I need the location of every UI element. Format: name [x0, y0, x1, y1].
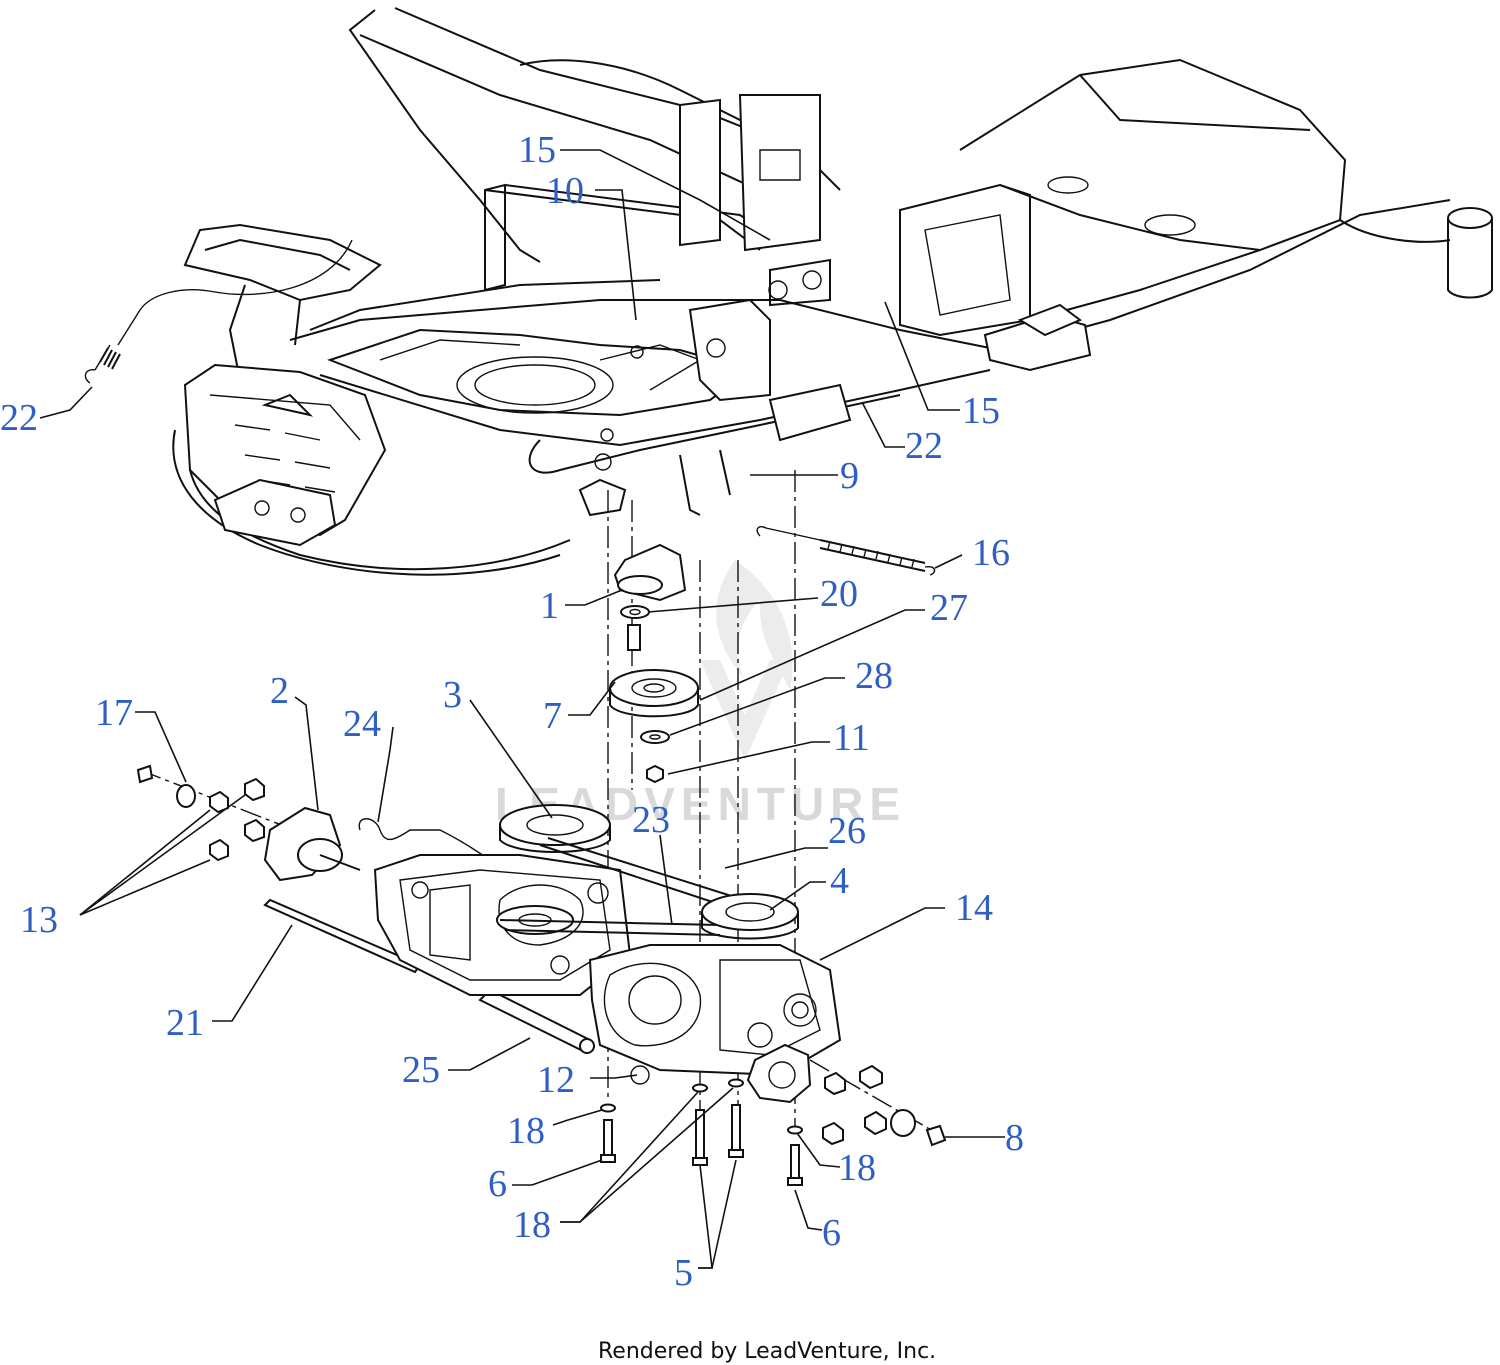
spring-16 — [756, 526, 936, 576]
callout-18-bottom: 18 — [513, 1204, 551, 1246]
callout-4: 4 — [830, 860, 849, 902]
callout-7: 7 — [543, 695, 562, 737]
callout-14: 14 — [955, 887, 993, 929]
callout-21: 21 — [166, 1002, 204, 1044]
callout-8: 8 — [1005, 1117, 1024, 1159]
hub-right-hardware — [822, 1064, 947, 1147]
callout-2: 2 — [270, 670, 289, 712]
callout-18-left: 18 — [507, 1110, 545, 1152]
callout-5: 5 — [674, 1252, 693, 1294]
callout-9: 9 — [840, 455, 859, 497]
callout-23: 23 — [632, 799, 670, 841]
callout-27: 27 — [930, 587, 968, 629]
callout-15-top: 15 — [518, 129, 556, 171]
callout-11: 11 — [833, 717, 870, 759]
callout-6-left: 6 — [488, 1163, 507, 1205]
watermark-v-icon — [700, 660, 790, 760]
callout-1: 1 — [540, 585, 559, 627]
idler-assembly — [609, 543, 699, 784]
callout-22-left: 22 — [0, 397, 38, 439]
callout-25: 25 — [402, 1049, 440, 1091]
callout-17: 17 — [95, 692, 133, 734]
callout-22-right: 22 — [905, 425, 943, 467]
callout-13: 13 — [20, 899, 58, 941]
mount-bolts — [600, 1078, 803, 1186]
callout-24: 24 — [343, 703, 381, 745]
spring-22-left — [84, 239, 353, 384]
callout-18-right: 18 — [838, 1147, 876, 1189]
callout-26: 26 — [828, 810, 866, 852]
callouts: 22 15 10 15 22 9 16 1 20 27 7 28 11 17 2… — [0, 129, 1024, 1294]
callout-10: 10 — [546, 170, 584, 212]
mower-frame — [172, 7, 1493, 576]
transaxle-left — [373, 804, 632, 996]
callout-16: 16 — [972, 532, 1010, 574]
hub-left — [136, 764, 361, 882]
callout-20: 20 — [820, 573, 858, 615]
flame-logo-icon — [716, 560, 793, 690]
callout-28: 28 — [855, 655, 893, 697]
warning-triangle-icon — [261, 393, 314, 417]
callout-12: 12 — [537, 1059, 575, 1101]
transaxle-right — [588, 893, 842, 1104]
leader-lines — [39, 149, 1005, 1269]
footer-credit: Rendered by LeadVenture, Inc. — [598, 1339, 936, 1364]
callout-3: 3 — [443, 674, 462, 716]
callout-15-right: 15 — [962, 390, 1000, 432]
callout-6-right: 6 — [822, 1212, 841, 1254]
